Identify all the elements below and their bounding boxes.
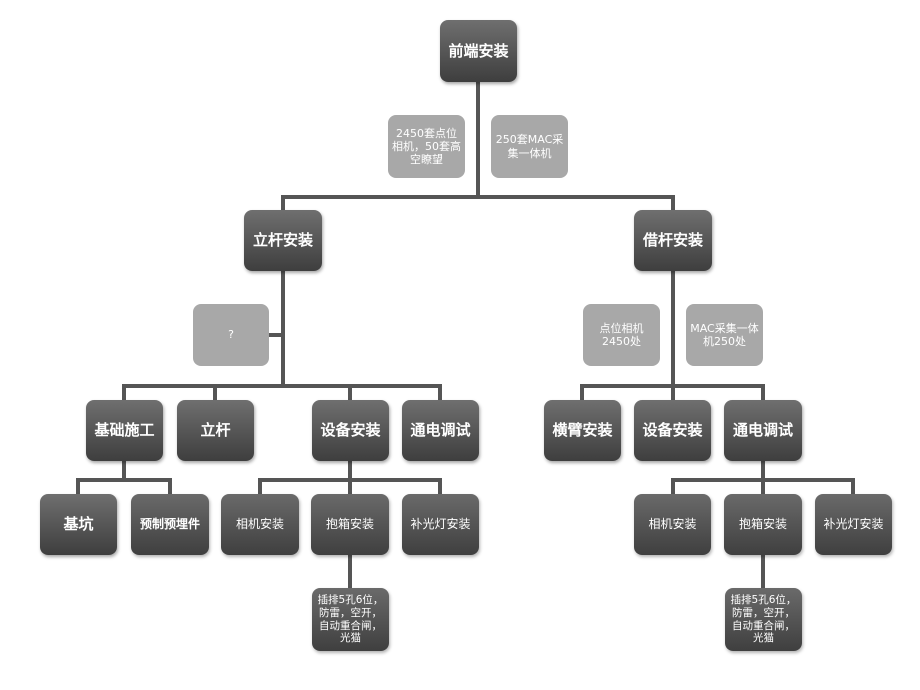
node-pole-install: 立杆安装	[244, 210, 322, 271]
node-crossarm-install: 横臂安装	[544, 400, 621, 461]
node-equipment-install-left: 设备安装	[312, 400, 389, 461]
note-left-unknown: ?	[193, 304, 269, 366]
node-power-test-right: 通电调试	[724, 400, 802, 461]
node-box-install-right: 抱箱安装	[724, 494, 802, 555]
note-right-mac: MAC采集一体机250处	[686, 304, 763, 366]
node-box-details-left: 插排5孔6位，防雷，空开，自动重合闸，光猫	[312, 588, 389, 651]
note-root-mac: 250套MAC采集一体机	[491, 115, 568, 178]
node-prefab-embedded-parts: 预制预埋件	[131, 494, 209, 555]
node-box-details-right: 插排5孔6位，防雷，空开，自动重合闸，光猫	[725, 588, 802, 651]
node-power-test-left: 通电调试	[402, 400, 479, 461]
node-box-install-left: 抱箱安装	[311, 494, 389, 555]
node-foundation-pit: 基坑	[40, 494, 117, 555]
node-camera-install-right: 相机安装	[634, 494, 711, 555]
note-right-cameras: 点位相机2450处	[583, 304, 660, 366]
node-borrow-pole-install: 借杆安装	[634, 210, 712, 271]
node-root-frontend-install: 前端安装	[440, 20, 517, 82]
node-fill-light-install-right: 补光灯安装	[815, 494, 892, 555]
node-foundation-work: 基础施工	[86, 400, 163, 461]
node-equipment-install-right: 设备安装	[634, 400, 711, 461]
node-pole: 立杆	[177, 400, 254, 461]
node-camera-install-left: 相机安装	[221, 494, 299, 555]
note-root-cameras: 2450套点位相机，50套高空瞭望	[388, 115, 465, 178]
node-fill-light-install-left: 补光灯安装	[402, 494, 479, 555]
